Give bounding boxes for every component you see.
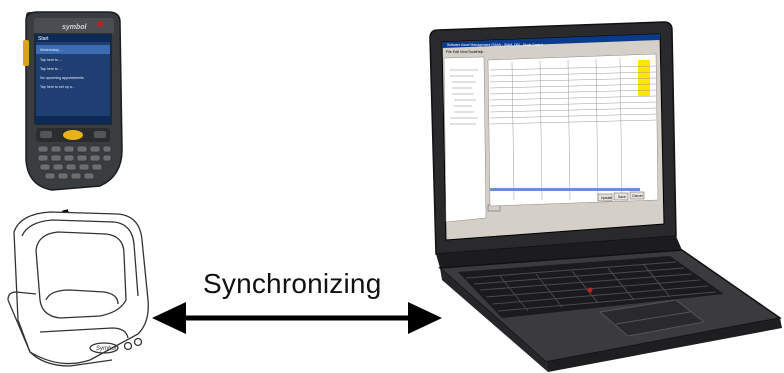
device-brand: symbol [62, 24, 88, 31]
arrow-left-head [152, 302, 186, 334]
svg-text:Tap here to ...: Tap here to ... [40, 67, 62, 71]
svg-text:No upcoming appointments: No upcoming appointments [40, 76, 84, 80]
synchronizing-label: Synchronizing [203, 268, 382, 299]
tree-pane [443, 56, 487, 223]
window-title: Software Asset Management (SAM) - [SAM_D… [447, 43, 543, 47]
svg-text:Cancel: Cancel [632, 194, 643, 198]
scan-key [63, 130, 83, 140]
charging-cradle: Symbol [7, 211, 149, 367]
svg-text:Tap here to set up a...: Tap here to set up a... [40, 85, 75, 89]
svg-text:View: View [460, 50, 468, 54]
svg-text:Start: Start [38, 36, 49, 42]
data-table [487, 53, 659, 207]
handheld-device: symbol Start Wednesday, ... Tap here to … [23, 11, 123, 191]
highlight-column [638, 60, 650, 96]
svg-text:File: File [446, 50, 452, 54]
svg-text:Wednesday, ...: Wednesday, ... [40, 48, 64, 52]
arrow-right-head [408, 302, 442, 334]
svg-text:Edit: Edit [453, 50, 459, 54]
svg-text:Tools: Tools [468, 50, 477, 54]
keyboard [458, 256, 724, 318]
svg-text:Tap here to ...: Tap here to ... [40, 58, 62, 62]
keypad [37, 145, 112, 180]
sync-arrow [152, 302, 442, 334]
cradle-brand: Symbol [96, 346, 117, 352]
svg-text:Help: Help [476, 50, 483, 54]
laptop: Software Asset Management (SAM) - [SAM_D… [429, 21, 782, 372]
svg-text:Save: Save [618, 195, 626, 199]
svg-text:Update: Update [601, 196, 612, 200]
